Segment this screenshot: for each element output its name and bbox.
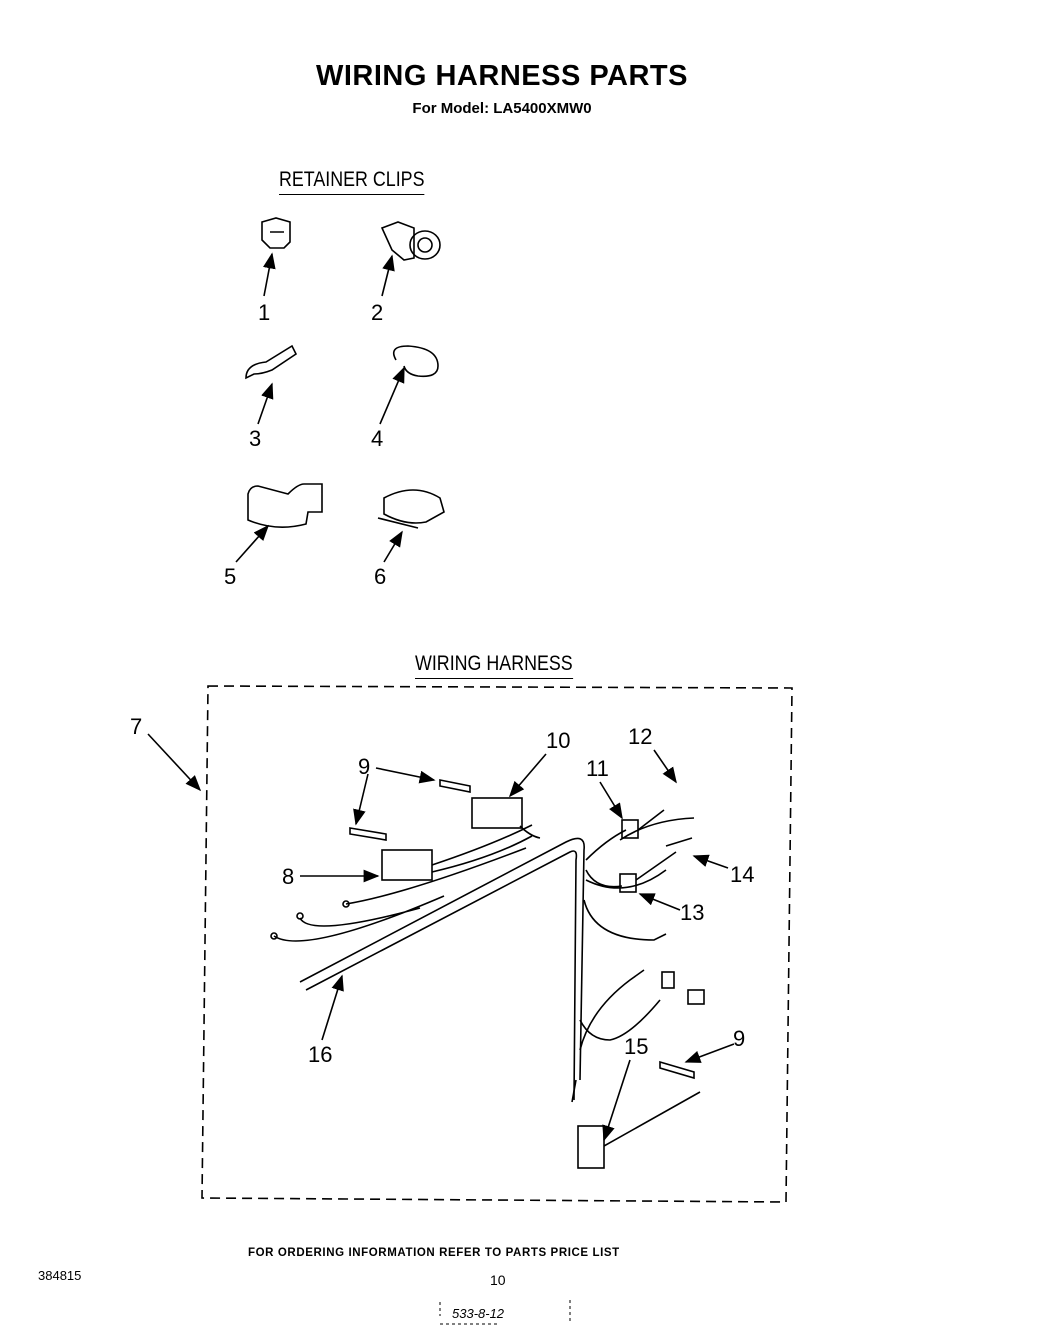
ordering-note: FOR ORDERING INFORMATION REFER TO PARTS … xyxy=(248,1247,620,1259)
callout-12: 12 xyxy=(628,724,652,749)
wiring-harness xyxy=(270,779,705,1169)
callout-9-lower: 9 xyxy=(733,1026,745,1051)
clip-4 xyxy=(392,345,439,378)
callout-arrow-16 xyxy=(321,974,344,1041)
callout-arrow-10 xyxy=(508,753,547,798)
page-title: WIRING HARNESS PARTS xyxy=(316,60,688,92)
section-heading-retainer-clips: RETAINER CLIPS xyxy=(279,168,425,195)
callout-13: 13 xyxy=(680,900,704,925)
model-subtitle: For Model: LA5400XMW0 xyxy=(412,100,592,117)
stamp-frame xyxy=(439,1300,571,1325)
clip-2 xyxy=(380,221,441,261)
callout-arrow-3 xyxy=(257,382,274,425)
callout-arrow-5 xyxy=(235,524,270,563)
harness-frame xyxy=(201,685,793,1203)
callout-9: 9 xyxy=(358,754,370,779)
callout-arrow-7 xyxy=(147,733,202,792)
callout-4: 4 xyxy=(371,426,383,451)
callout-arrow-2 xyxy=(381,254,395,297)
callout-1: 1 xyxy=(258,300,270,325)
callout-arrow-6 xyxy=(383,530,403,563)
clip-3 xyxy=(245,344,298,380)
clip-1 xyxy=(261,217,291,249)
callout-15: 15 xyxy=(624,1034,648,1059)
callout-arrow-9c xyxy=(684,1043,735,1063)
section-heading-wiring-harness: WIRING HARNESS xyxy=(415,652,573,679)
callout-5: 5 xyxy=(224,564,236,589)
page-number: 10 xyxy=(490,1272,506,1288)
callout-arrow-12 xyxy=(653,749,677,784)
callout-arrow-9a xyxy=(375,767,436,784)
stamp-code: 533-8-12 xyxy=(452,1306,505,1321)
callout-3: 3 xyxy=(249,426,261,451)
callout-arrow-4 xyxy=(379,366,405,425)
callout-7: 7 xyxy=(130,714,142,739)
callout-arrow-9b xyxy=(353,773,369,826)
clip-5 xyxy=(247,483,323,528)
document-number: 384815 xyxy=(38,1268,82,1283)
callout-10: 10 xyxy=(546,728,570,753)
clip-6 xyxy=(377,489,445,529)
callout-arrow-1 xyxy=(263,252,276,297)
callout-6: 6 xyxy=(374,564,386,589)
callout-arrow-13 xyxy=(638,893,681,911)
callout-2: 2 xyxy=(371,300,383,325)
callout-14: 14 xyxy=(730,862,754,887)
callout-arrow-11 xyxy=(599,781,623,820)
callout-11: 11 xyxy=(586,756,609,781)
callout-8: 8 xyxy=(282,864,294,889)
callout-arrow-15 xyxy=(602,1059,631,1142)
callout-16: 16 xyxy=(308,1042,332,1067)
callout-arrow-14 xyxy=(692,854,729,869)
